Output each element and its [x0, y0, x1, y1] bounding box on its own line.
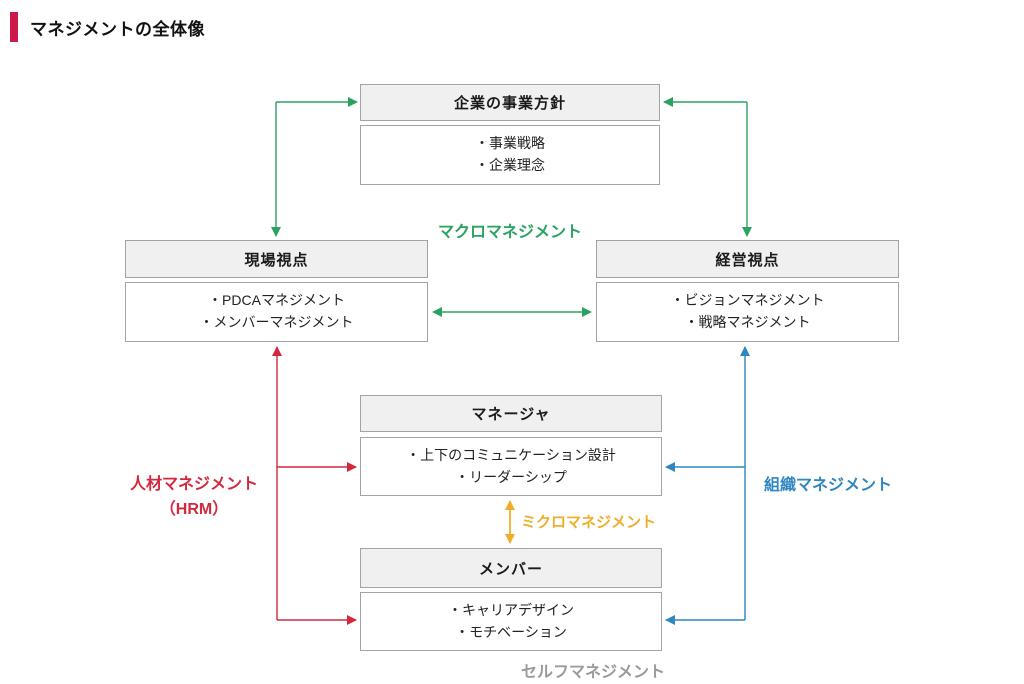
page-header: マネジメントの全体像: [10, 12, 205, 42]
manager-box-body: ・上下のコミュニケーション設計 ・リーダーシップ: [360, 437, 662, 496]
executive-item: ・ビジョンマネジメント: [670, 292, 825, 309]
macro-management-label: マクロマネジメント: [437, 224, 582, 241]
policy-box-body: ・事業戦略 ・企業理念: [360, 125, 660, 185]
executive-box-header: 経営視点: [596, 240, 899, 278]
field-box-header: 現場視点: [125, 240, 428, 278]
policy-box-header: 企業の事業方針: [360, 84, 660, 121]
field-item: ・PDCAマネジメント: [208, 292, 345, 309]
executive-item: ・戦略マネジメント: [684, 314, 811, 330]
member-box-body: ・キャリアデザイン ・モチベーション: [360, 592, 662, 651]
title-accent-bar: [10, 12, 18, 42]
hrm-label-line1: 人材マネジメント: [129, 476, 258, 493]
policy-item: ・企業理念: [475, 157, 545, 173]
hrm-label-line2: （HRM）: [159, 500, 229, 518]
member-item: ・キャリアデザイン: [448, 601, 574, 618]
policy-item: ・事業戦略: [475, 135, 545, 152]
manager-item: ・リーダーシップ: [455, 468, 567, 485]
manager-box-header: マネージャ: [360, 395, 662, 432]
field-box-body: ・PDCAマネジメント ・メンバーマネジメント: [125, 282, 428, 342]
member-item: ・モチベーション: [455, 623, 567, 640]
member-box-header: メンバー: [360, 548, 662, 588]
organization-arrow-group: [665, 346, 750, 625]
self-management-label: セルフマネジメント: [521, 664, 666, 681]
executive-box-body: ・ビジョンマネジメント ・戦略マネジメント: [596, 282, 899, 342]
field-item: ・メンバーマネジメント: [199, 314, 354, 330]
micro-management-label: ミクロマネジメント: [521, 514, 657, 531]
page-title: マネジメントの全体像: [30, 19, 205, 39]
manager-item: ・上下のコミュニケーション設計: [406, 446, 616, 463]
organization-management-label: 組織マネジメント: [764, 477, 893, 494]
hrm-label: 人材マネジメント （HRM）: [94, 473, 294, 523]
